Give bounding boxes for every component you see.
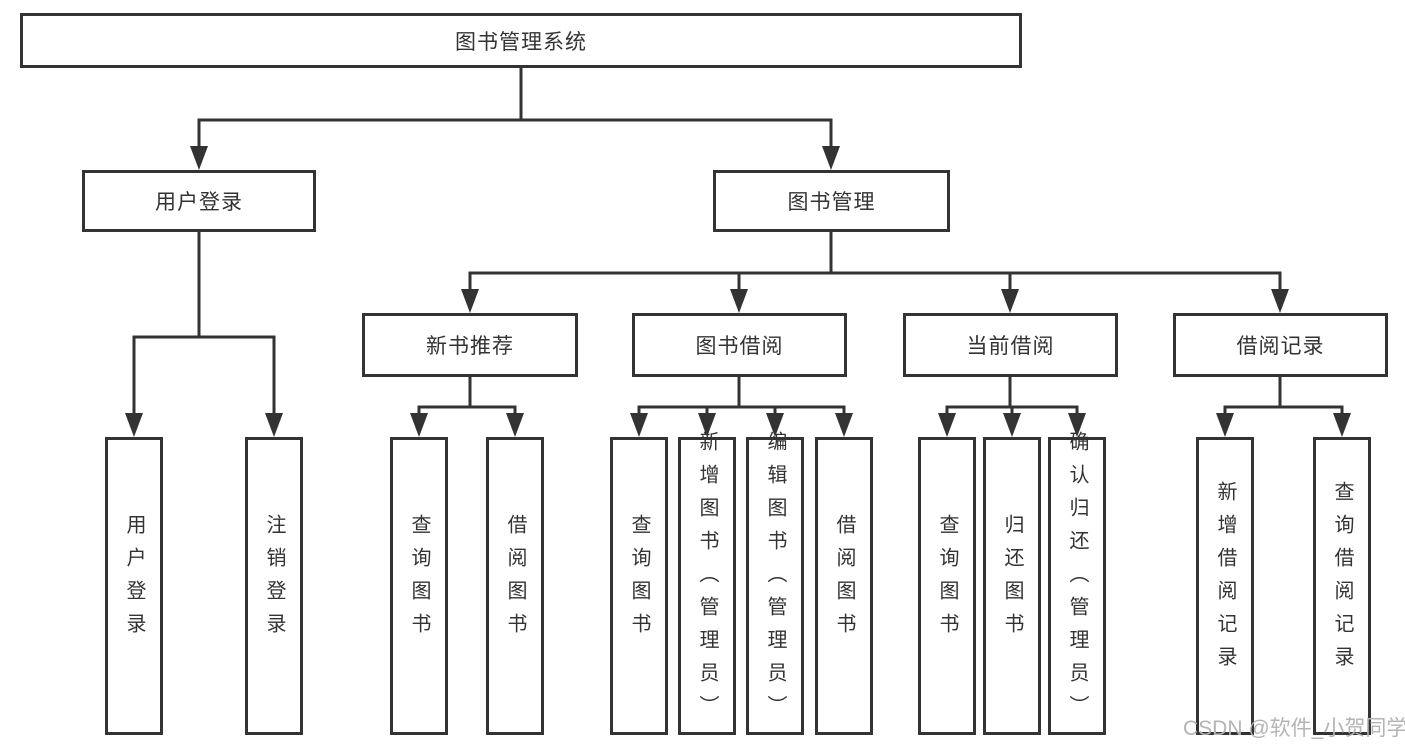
leaf-query-books-1: 查询图书 <box>390 437 448 735</box>
leaf-borrow-books-1-label: 借阅图书 <box>504 513 526 646</box>
node-new-book-recommend: 新书推荐 <box>362 313 578 377</box>
arrowheads-userlogin-leaves <box>125 413 283 437</box>
leaf-borrow-books-2-label: 借阅图书 <box>833 513 855 646</box>
node-user-login: 用户登录 <box>82 170 316 232</box>
node-current-borrowing-label: 当前借阅 <box>966 335 1055 358</box>
leaf-borrow-books-2: 借阅图书 <box>815 437 873 735</box>
leaf-borrow-books-1: 借阅图书 <box>486 437 544 735</box>
node-root-label: 图书管理系统 <box>455 30 587 54</box>
node-borrowing-records: 借阅记录 <box>1173 313 1388 377</box>
leaf-query-books-3-label: 查询图书 <box>936 513 958 646</box>
arrowheads-level3 <box>461 289 1289 313</box>
leaf-add-borrow-record-label: 新增借阅记录 <box>1214 480 1236 679</box>
leaf-return-books: 归还图书 <box>983 437 1041 735</box>
connector-level3-to-leaves <box>417 377 1344 416</box>
node-book-borrowing-label: 图书借阅 <box>695 335 784 358</box>
leaf-user-login: 用户登录 <box>105 437 163 735</box>
node-user-login-label: 用户登录 <box>155 191 243 214</box>
leaf-query-books-1-label: 查询图书 <box>408 513 430 646</box>
leaf-edit-books-admin-label: 编辑图书（管理员） <box>764 431 786 728</box>
arrowheads-leaves <box>410 413 1351 437</box>
node-book-management: 图书管理 <box>713 170 950 232</box>
leaf-logout-label: 注销登录 <box>263 513 285 646</box>
leaf-query-books-2: 查询图书 <box>610 437 668 735</box>
node-root: 图书管理系统 <box>20 13 1022 68</box>
connector-root-to-level2 <box>197 68 833 148</box>
leaf-user-login-label: 用户登录 <box>123 513 145 646</box>
node-new-book-recommend-label: 新书推荐 <box>426 335 514 358</box>
leaf-query-borrow-record: 查询借阅记录 <box>1313 437 1371 735</box>
node-borrowing-records-label: 借阅记录 <box>1236 335 1325 358</box>
arrowheads-root-to-level2 <box>190 146 840 170</box>
leaf-add-books-admin: 新增图书（管理员） <box>678 431 736 735</box>
node-book-borrowing: 图书借阅 <box>632 313 847 377</box>
leaf-add-borrow-record: 新增借阅记录 <box>1196 437 1254 735</box>
node-book-management-label: 图书管理 <box>787 191 876 214</box>
leaf-query-books-3: 查询图书 <box>918 437 976 735</box>
leaf-confirm-return-admin-label: 确认归还（管理员） <box>1066 431 1088 728</box>
leaf-add-books-admin-label: 新增图书（管理员） <box>696 431 718 728</box>
leaf-edit-books-admin: 编辑图书（管理员） <box>746 431 804 735</box>
leaf-confirm-return-admin: 确认归还（管理员） <box>1048 431 1106 735</box>
leaf-logout: 注销登录 <box>245 437 303 735</box>
leaf-query-books-2-label: 查询图书 <box>628 513 650 646</box>
leaf-return-books-label: 归还图书 <box>1001 513 1023 646</box>
leaf-query-borrow-record-label: 查询借阅记录 <box>1331 480 1353 679</box>
node-current-borrowing: 当前借阅 <box>903 313 1118 377</box>
connector-userlogin-to-leaves <box>132 232 276 414</box>
watermark: CSDN @软件_小贺同学 <box>1183 717 1405 740</box>
connector-bookmgmt-to-level3 <box>468 232 1282 291</box>
